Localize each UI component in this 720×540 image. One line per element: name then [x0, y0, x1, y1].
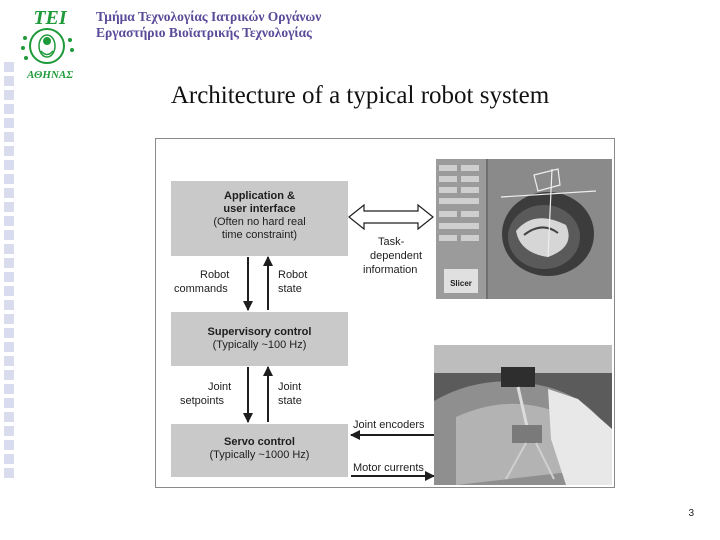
strip-square: [4, 314, 14, 324]
strip-square: [4, 328, 14, 338]
supervisory-sub: (Typically ~100 Hz): [212, 339, 307, 351]
laboratory-name: Εργαστήριο Βιοϊατρικής Τεχνολογίας: [96, 25, 312, 40]
strip-square: [4, 286, 14, 296]
strip-square: [4, 230, 14, 240]
decorative-square-strip: [4, 62, 14, 478]
servo-control-box: Servo control (Typically ~1000 Hz): [171, 424, 348, 477]
task-dependent-label-3: information: [363, 264, 418, 276]
tei-athens-logo: ΤΕΙ ΑΘΗΝΑΣ: [21, 7, 74, 81]
strip-square: [4, 412, 14, 422]
strip-square: [4, 188, 14, 198]
strip-square: [4, 174, 14, 184]
app-box-title-2: user interface: [223, 203, 296, 215]
strip-square: [4, 90, 14, 100]
strip-square: [4, 300, 14, 310]
task-dependent-label-1: Task-: [378, 236, 405, 248]
strip-square: [4, 104, 14, 114]
strip-square: [4, 146, 14, 156]
task-dependent-label-2: dependent: [370, 250, 422, 262]
strip-square: [4, 468, 14, 478]
joint-state-label-1: Joint: [278, 381, 302, 393]
app-box-sub-1: (Often no hard real: [213, 216, 306, 228]
strip-square: [4, 202, 14, 212]
strip-square: [4, 62, 14, 72]
strip-square: [4, 76, 14, 86]
joint-setpoints-label-2: setpoints: [180, 395, 225, 407]
strip-square: [4, 356, 14, 366]
app-box-title-1: Application &: [224, 190, 295, 202]
strip-square: [4, 370, 14, 380]
servo-title: Servo control: [224, 436, 295, 448]
supervisory-control-box: Supervisory control (Typically ~100 Hz): [171, 312, 348, 366]
robot-commands-label-1: Robot: [200, 269, 230, 281]
strip-square: [4, 454, 14, 464]
strip-square: [4, 244, 14, 254]
strip-square: [4, 160, 14, 170]
slicer-logo-text: Slicer: [450, 279, 472, 288]
supervisory-title: Supervisory control: [207, 326, 312, 338]
robot-state-label-2: state: [278, 283, 302, 295]
robot-state-label-1: Robot: [278, 269, 308, 281]
logo-subtext: ΑΘΗΝΑΣ: [26, 69, 73, 81]
software-screenshot-image: Slicer: [436, 159, 612, 299]
strip-square: [4, 398, 14, 408]
strip-square: [4, 118, 14, 128]
slide-title: Architecture of a typical robot system: [170, 82, 550, 109]
robot-commands-label-2: commands: [174, 283, 228, 295]
app-box-sub-2: time constraint): [221, 229, 298, 241]
strip-square: [4, 272, 14, 282]
page-number: 3: [688, 508, 694, 519]
servo-sub: (Typically ~1000 Hz): [209, 449, 310, 461]
surgical-robot-photo: [434, 345, 612, 485]
strip-square: [4, 384, 14, 394]
strip-square: [4, 132, 14, 142]
strip-square: [4, 440, 14, 450]
diagram-graphics: Slicer: [243, 159, 612, 485]
robot-architecture-figure: Application & user interface (Often no h…: [155, 138, 615, 488]
strip-square: [4, 258, 14, 268]
motor-currents-label: Motor currents: [353, 462, 424, 474]
department-name: Τμήμα Τεχνολογίας Ιατρικών Οργάνων: [96, 9, 322, 24]
joint-state-label-2: state: [278, 395, 302, 407]
logo-text: ΤΕΙ: [33, 7, 68, 29]
strip-square: [4, 216, 14, 226]
strip-square: [4, 426, 14, 436]
strip-square: [4, 342, 14, 352]
joint-setpoints-label-1: Joint: [208, 381, 232, 393]
task-info-double-arrow: [348, 203, 434, 231]
joint-encoders-label: Joint encoders: [353, 419, 425, 431]
application-ui-box: Application & user interface (Often no h…: [171, 181, 348, 256]
